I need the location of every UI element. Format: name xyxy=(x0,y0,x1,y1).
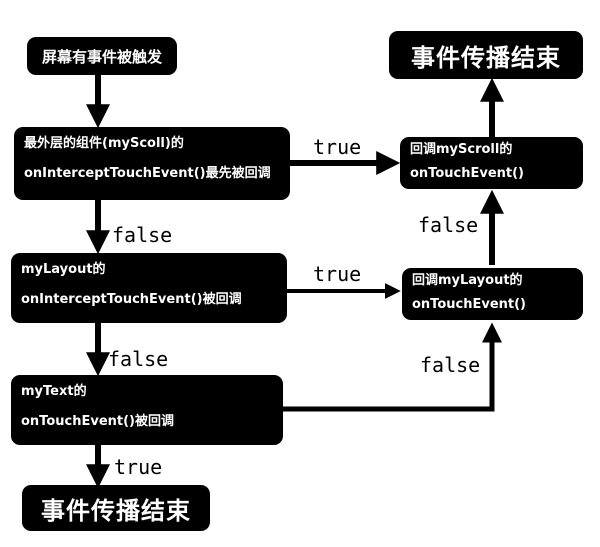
node-outer-intercept-line2: onInterceptTouchEvent()最先被回调 xyxy=(24,166,271,181)
node-text-touch-line1: myText的 xyxy=(21,384,87,399)
node-end-top-label: 事件传播结束 xyxy=(411,43,561,72)
node-scroll-touch: 回调myScroll的 onTouchEvent() xyxy=(400,137,583,189)
edge-label-outer-to-layout: false xyxy=(112,223,173,247)
node-scroll-touch-line1: 回调myScroll的 xyxy=(410,142,513,157)
node-text-touch: myText的 onTouchEvent()被回调 xyxy=(11,375,283,445)
node-layout-touch-line2: onTouchEvent() xyxy=(412,297,526,312)
node-layout-touch: 回调myLayout的 onTouchEvent() xyxy=(402,268,583,320)
node-layout-intercept-line1: myLayout的 xyxy=(21,262,106,277)
node-end-top: 事件传播结束 xyxy=(389,31,583,79)
node-end-bottom: 事件传播结束 xyxy=(22,485,210,531)
edge-label-layout-to-text: false xyxy=(108,347,169,371)
edge-label-text-to-end: true xyxy=(114,455,163,479)
edge-label-layout-to-layout-touch: true xyxy=(313,262,362,286)
edge-label-text-to-layout-touch: false xyxy=(420,353,481,377)
node-start-label: 屏幕有事件被触发 xyxy=(41,47,162,66)
node-layout-intercept: myLayout的 onInterceptTouchEvent()被回调 xyxy=(11,253,287,323)
node-outer-intercept-line1: 最外层的组件(myScoll)的 xyxy=(24,136,184,151)
edge-label-layout-touch-to-scroll: false xyxy=(418,213,479,237)
node-scroll-touch-line2: onTouchEvent() xyxy=(410,166,524,181)
edge-label-outer-to-scroll: true xyxy=(313,135,362,159)
node-outer-intercept: 最外层的组件(myScoll)的 onInterceptTouchEvent()… xyxy=(14,127,290,200)
arrow-text-to-layout-touch xyxy=(283,322,502,412)
node-end-bottom-label: 事件传播结束 xyxy=(41,496,191,525)
node-start: 屏幕有事件被触发 xyxy=(27,37,177,75)
node-layout-touch-line1: 回调myLayout的 xyxy=(412,273,523,288)
node-text-touch-line2: onTouchEvent()被回调 xyxy=(21,414,174,429)
node-layout-intercept-line2: onInterceptTouchEvent()被回调 xyxy=(21,292,242,307)
